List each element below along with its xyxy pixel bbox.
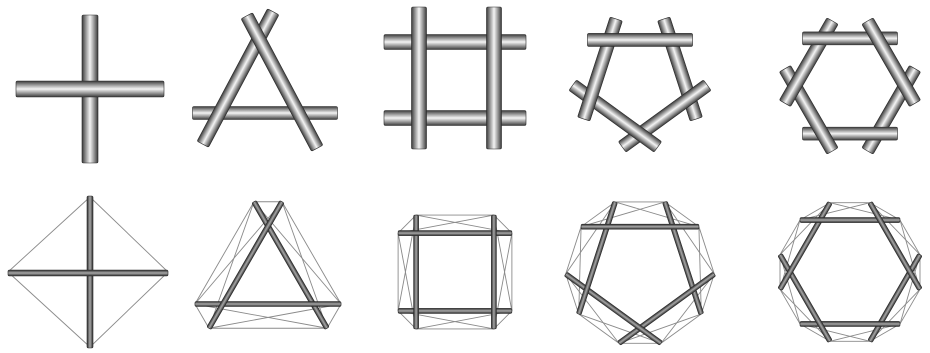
rod [587, 33, 692, 46]
cable [327, 304, 341, 328]
rod [778, 253, 832, 342]
cable [665, 202, 714, 274]
rod [779, 18, 838, 107]
cable [8, 197, 90, 272]
cable [661, 314, 701, 343]
rod [384, 111, 526, 126]
rod [195, 302, 341, 307]
rod [868, 253, 922, 342]
panel-shaded-4 [384, 7, 526, 149]
rod [197, 9, 279, 148]
cable [581, 202, 665, 227]
panel-shaded-3 [193, 9, 338, 152]
rod [384, 35, 526, 50]
cable [254, 202, 341, 304]
cable [566, 227, 581, 274]
rod [207, 201, 284, 330]
rod [491, 215, 496, 329]
rod [800, 321, 900, 326]
rod [16, 81, 164, 97]
cable [8, 272, 90, 347]
cable [282, 202, 341, 304]
rod [862, 65, 921, 154]
row-shaded-rods [16, 7, 921, 163]
row-rods-with-cables [8, 196, 922, 348]
panel-cables-6 [778, 201, 922, 342]
panel-cables-4 [398, 215, 512, 329]
cable [195, 202, 254, 304]
rod [778, 201, 832, 290]
cable [566, 202, 615, 274]
panel-shaded-6 [779, 18, 920, 154]
rod [487, 7, 502, 149]
panel-cables-2 [8, 196, 168, 348]
cable [615, 202, 699, 227]
cable [699, 227, 714, 274]
cable [195, 304, 209, 328]
rod [800, 218, 900, 223]
rod [241, 13, 323, 152]
rod [868, 201, 922, 290]
rod [862, 18, 921, 107]
cable [90, 272, 168, 347]
cable [195, 202, 282, 304]
rod [779, 65, 838, 154]
rod [581, 224, 699, 229]
rod [412, 7, 427, 149]
panel-shaded-2 [16, 15, 164, 163]
panel-shaded-5 [569, 17, 711, 152]
rod [252, 201, 329, 330]
cable [90, 197, 168, 272]
rod [8, 270, 168, 276]
cable [579, 314, 619, 343]
panel-cables-5 [564, 201, 716, 345]
panel-cables-3 [195, 201, 341, 330]
